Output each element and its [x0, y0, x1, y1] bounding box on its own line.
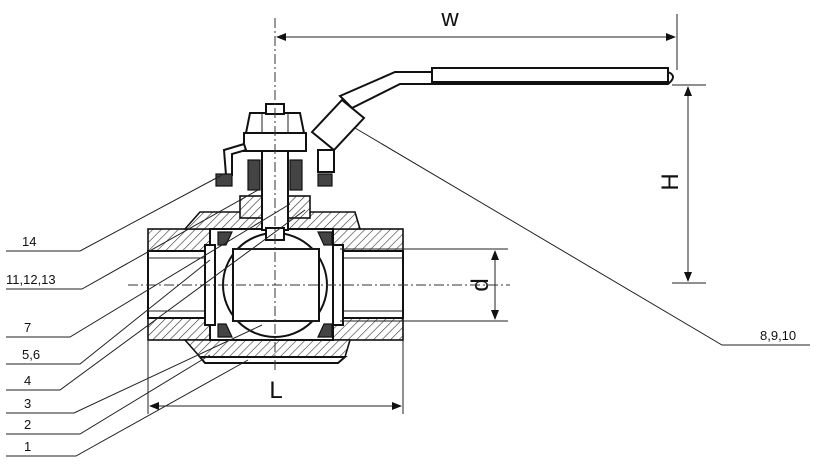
callout-11-12-13: 11,12,13 — [6, 272, 56, 287]
callout-5-6: 5,6 — [22, 347, 40, 362]
dimension-d-label: d — [467, 278, 494, 291]
leader-14 — [6, 174, 223, 252]
dimension-l — [147, 340, 404, 414]
leader-2 — [6, 354, 211, 435]
leader-1 — [6, 359, 249, 457]
leader-lines — [6, 127, 810, 457]
dimension-d — [340, 248, 508, 322]
dimension-l-label: L — [269, 377, 282, 404]
callout-8-9-10: 8,9,10 — [760, 328, 796, 343]
valve-body — [147, 211, 404, 364]
callout-4: 4 — [24, 373, 31, 388]
leader-11-12-13 — [6, 189, 259, 290]
callout-14: 14 — [22, 234, 36, 249]
dimension-w — [276, 14, 678, 70]
callout-7: 7 — [24, 320, 31, 335]
dimension-h-label: H — [657, 173, 684, 190]
valve-stem — [215, 103, 333, 241]
leader-3 — [6, 324, 263, 414]
callout-1: 1 — [24, 439, 31, 454]
dimension-h — [672, 84, 706, 284]
leader-7 — [6, 203, 291, 338]
leader-8-9-10 — [354, 127, 810, 346]
leader-4 — [6, 209, 306, 391]
valve-handle — [310, 67, 674, 173]
leader-5-6 — [6, 259, 211, 365]
dimension-w-label: w — [440, 5, 459, 32]
callout-3: 3 — [24, 396, 31, 411]
callout-2: 2 — [24, 417, 31, 432]
